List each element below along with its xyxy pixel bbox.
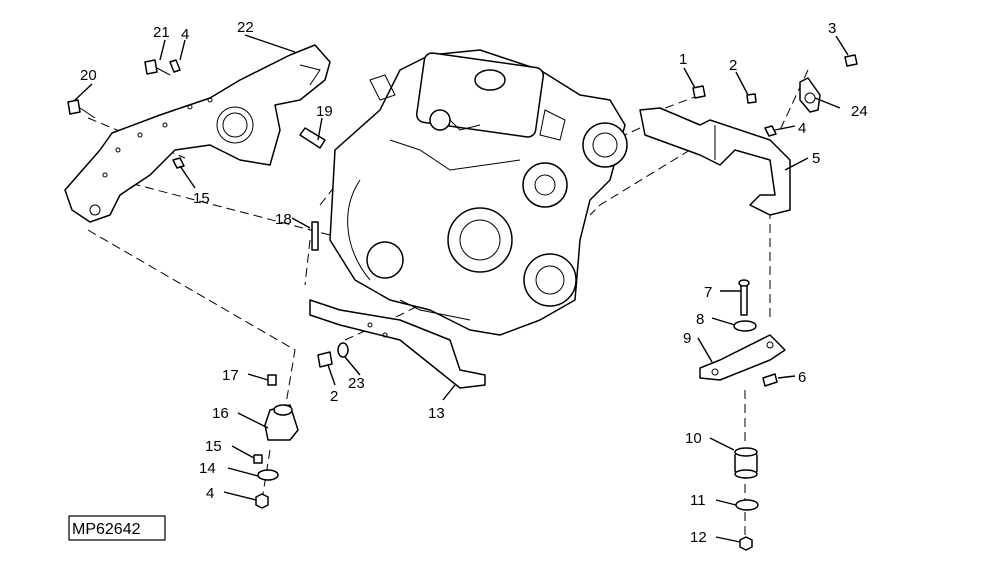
lower-right-bracket (699, 334, 786, 381)
callout-18: 18 (275, 211, 292, 228)
clip (799, 77, 821, 113)
callout-4-top-left: 4 (181, 26, 189, 43)
figure-reference-number: MP62642 (72, 521, 141, 538)
front-engine-plate (64, 44, 331, 223)
callout-10: 10 (685, 430, 702, 447)
callout-2-lower: 2 (330, 388, 338, 405)
callout-13: 13 (428, 405, 445, 422)
figure-reference: MP62642 (68, 515, 166, 541)
hardware-left (67, 54, 858, 368)
lower-left-bracket (309, 299, 486, 389)
callout-15-upper: 15 (193, 190, 210, 207)
callout-5: 5 (812, 150, 820, 167)
callout-2-upper: 2 (729, 57, 737, 74)
callout-1: 1 (679, 51, 687, 68)
callout-4-right: 4 (798, 120, 806, 137)
left-isolator-mount (253, 374, 299, 509)
callout-14: 14 (199, 460, 216, 477)
callout-15-lower: 15 (205, 438, 222, 455)
callout-22: 22 (237, 19, 254, 36)
callout-23: 23 (348, 375, 365, 392)
isolator-mount (734, 447, 758, 479)
callout-17: 17 (222, 367, 239, 384)
callout-8: 8 (696, 311, 704, 328)
callout-9: 9 (683, 330, 691, 347)
callout-7: 7 (704, 284, 712, 301)
callout-12: 12 (690, 529, 707, 546)
engine-block (329, 49, 628, 336)
callout-4-lower: 4 (206, 485, 214, 502)
callout-19: 19 (316, 103, 333, 120)
callout-11: 11 (690, 492, 706, 509)
callout-6: 6 (798, 369, 806, 386)
callout-24: 24 (851, 103, 868, 120)
right-upper-bracket (639, 107, 791, 216)
callouts: 21 4 22 20 19 15 18 1 2 3 24 4 5 7 8 9 6… (80, 19, 868, 546)
callout-16: 16 (212, 405, 229, 422)
callout-21: 21 (153, 24, 170, 41)
hardware-right (733, 279, 778, 551)
callout-3: 3 (828, 20, 836, 37)
leader-lines (74, 34, 849, 543)
callout-20: 20 (80, 67, 97, 84)
